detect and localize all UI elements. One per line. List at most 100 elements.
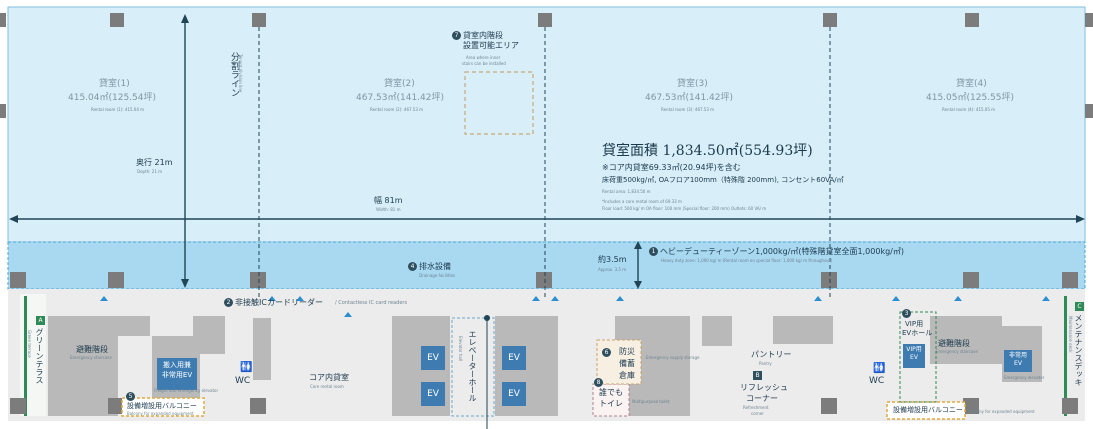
stairs-right-label: 避難階段 [938, 339, 970, 348]
vip-car-jp2: EV [910, 354, 918, 361]
room-3-en: Rental room (3): 467.53 m [661, 107, 715, 112]
balcony-left-badge: 5 [126, 392, 135, 401]
room-1-en: Rental room (1): 415.04 m [91, 107, 145, 112]
stairs-left-label: 避難階段 [76, 345, 108, 354]
disaster-jp2: 備蓄 [619, 359, 635, 368]
ic-reader-badge: 2 [224, 298, 233, 307]
balcony-left-outline [121, 397, 205, 417]
width-label: 幅 81m [374, 196, 403, 205]
elevator-2: EV [421, 382, 445, 406]
room-1-name: 貸室(1) [99, 79, 130, 89]
room-3-name: 貸室(3) [677, 79, 708, 89]
room-3-area: 467.53㎡(141.42坪) [645, 93, 734, 103]
division-lines [258, 27, 831, 300]
balcony-right-label: 設備増設用バルコニー [893, 406, 963, 414]
heavy-zone-jp: ヘビーデューティーゾーン1,000kg/㎡(特殊階貸室全面1,000kg/㎡) [660, 247, 904, 256]
total-area-title: 貸室面積 1,834.50㎡(554.93坪) [602, 143, 813, 159]
freight-ev-jp1: 搬入用兼 [163, 361, 191, 369]
maintenance-badge: C [1075, 302, 1084, 311]
emergency-ev-en: Emergency elevator [1004, 375, 1045, 380]
depth-en: Depth: 21 m [137, 169, 163, 174]
structural-columns [0, 13, 1093, 414]
toilet-jp2: トイレ [599, 399, 623, 408]
stairs-area-en2: stairs can be installed [462, 61, 506, 66]
rental-area [7, 6, 1086, 243]
total-area-en3: Floor load: 500 kg/ m OA floor: 100 mm (… [602, 206, 767, 211]
room-2-name: 貸室(2) [384, 79, 415, 89]
stairs-left-en: Emergency staircase [70, 355, 112, 360]
drainage-en: Drainage facilities [419, 273, 456, 278]
maintenance-label: メンテナンスデッキ [1074, 314, 1083, 386]
vip-hall-outline [899, 311, 937, 403]
stairs-area-badge: 7 [452, 31, 461, 40]
toilet-jp1: 誰でも [599, 388, 623, 397]
balcony-left-en: Balcony for expanded equipment [127, 411, 194, 416]
freight-ev-en: Freight and emergency elevator [154, 388, 219, 393]
approx-label: 約3.5m [598, 255, 627, 264]
disaster-en: Emergency supply storage [646, 355, 700, 360]
stairs-right-en: Emergency staircase [936, 349, 978, 354]
wc-left-icon: 🚻 [240, 362, 253, 373]
card-reader-markers [100, 296, 1050, 317]
width-en: Width: 81 m [376, 207, 401, 212]
elevator-1: EV [421, 346, 445, 370]
total-area-note1: ※コア内貸室69.33㎡(20.94坪)を含む [602, 163, 741, 172]
division-line-label: 分割ライン [229, 52, 239, 97]
vip-label: 3 [902, 309, 913, 318]
green-terrace-bar [24, 296, 27, 416]
balcony-left-badge-wrap: 5 [126, 388, 137, 404]
pantry-label: パントリー [751, 350, 792, 359]
elevator-hall-outline [451, 317, 495, 417]
approx-en: Approx. 3.5 m [598, 267, 627, 272]
dimension-arrowheads [9, 14, 1085, 289]
total-area-en1: Rental area: 1,834.50 m [602, 189, 651, 194]
heavy-zone-badge: 1 [649, 247, 658, 256]
total-area-note2: 床荷重500kg/㎡, OAフロア100mm（特殊階 200mm), コンセント… [602, 176, 844, 184]
disaster-badge-wrap: 6 [602, 344, 613, 360]
disaster-jp3: 倉庫 [619, 371, 635, 380]
drainage-badge: 4 [408, 262, 417, 271]
room-4-name: 貸室(4) [956, 79, 987, 89]
stairs-area-jp2: 設置可能エリア [463, 41, 519, 50]
balcony-right-outline [886, 401, 966, 420]
core-room-en: Core rental room [310, 384, 344, 389]
depth-label: 奥行 21m [136, 158, 173, 167]
elevator-hall-pin [484, 315, 490, 321]
toilet-badge-wrap: 8 [594, 374, 605, 390]
maintenance-en: Maintenance deck [1068, 316, 1073, 353]
balcony-right-en: Balcony for expanded equipment [968, 409, 1035, 414]
freight-ev-label: 搬入用兼非常用EV [157, 358, 197, 390]
ic-reader-jp: 非接触ICカードリーダー [235, 298, 323, 307]
green-terrace-label: グリーンテラス [35, 328, 44, 384]
refresh-badge: B [753, 371, 762, 380]
refresh-en2: corner [751, 411, 764, 416]
green-terrace-badge: A [36, 316, 45, 325]
balcony-left-label: 設備増設用バルコニー [127, 402, 197, 410]
wc-right-label: WC [869, 376, 885, 386]
refresh-en1: Refreshment [743, 405, 769, 410]
freight-ev-jp2: 非常用EV [161, 371, 193, 379]
ic-reader-en: / Contactless IC card readers [335, 300, 408, 306]
toilet-badge: 8 [594, 378, 603, 387]
room-1-area: 415.04㎡(125.54坪) [68, 93, 157, 103]
disaster-jp1: 防災 [619, 347, 635, 356]
heavy-zone-en: Heavy duty zone: 1,000 kg/ m (Rental roo… [661, 258, 833, 263]
total-area-en2: *Includes a core rental room of 69.33 m [602, 199, 682, 204]
maintenance-deck-bar [1064, 296, 1067, 416]
emergency-ev-jp1: 非常用 [1008, 352, 1027, 359]
ev-hall-label: エレベーターホール [468, 330, 477, 402]
dimension-lines [14, 20, 1080, 286]
core-room-label: コア内貸室 [309, 373, 349, 382]
emergency-ev-jp2: EV [1014, 360, 1022, 367]
drainage-jp: 排水設備 [419, 262, 451, 271]
room-4-area: 415.05㎡(125.55坪) [926, 93, 1015, 103]
wc-right-icon: 🚻 [873, 363, 886, 374]
elevator-4: EV [502, 382, 526, 406]
toilet-en: Multipurpose toilet [632, 399, 670, 404]
